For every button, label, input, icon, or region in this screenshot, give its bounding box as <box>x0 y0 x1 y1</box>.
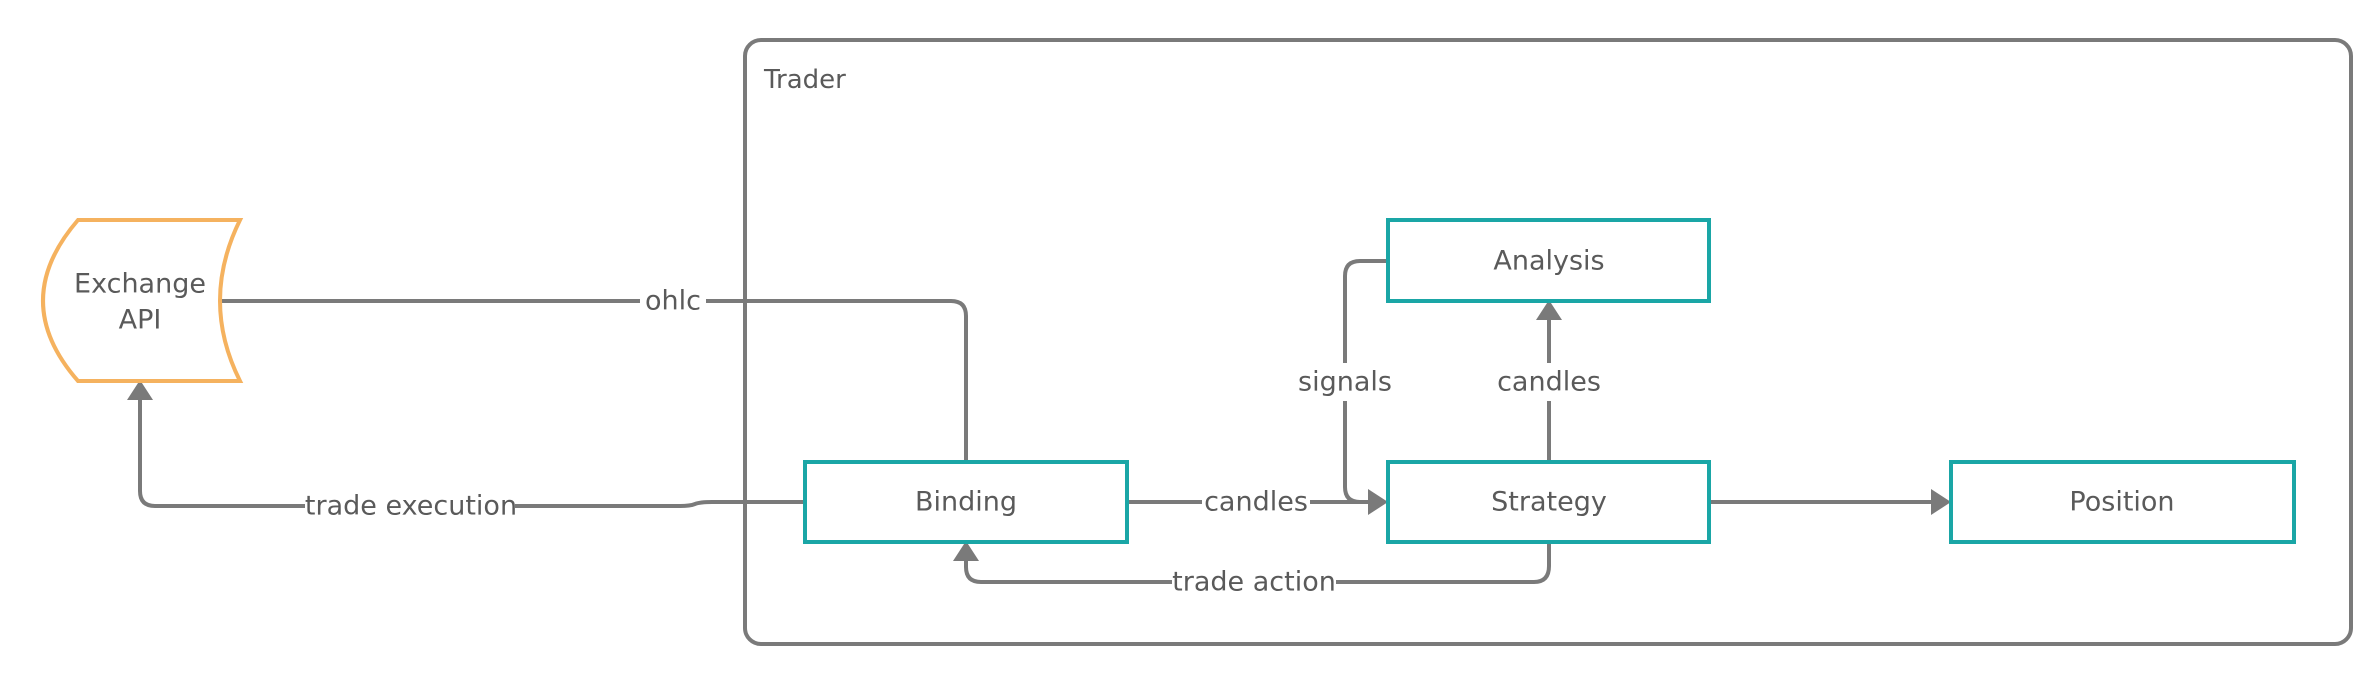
edge-label-signals: signals <box>1298 367 1392 398</box>
position-label: Position <box>2069 487 2174 518</box>
edge-label-ohlc: ohlc <box>645 286 701 317</box>
node-binding[interactable]: Binding <box>803 460 1129 544</box>
node-exchange-api[interactable]: Exchange API <box>41 218 244 383</box>
node-strategy[interactable]: Strategy <box>1386 460 1711 544</box>
edge-label-trade-action-bg <box>1172 563 1336 601</box>
strategy-box <box>1386 460 1711 544</box>
analysis-box <box>1386 218 1711 303</box>
edge-label-binding-to-strategy-bg <box>1202 483 1310 521</box>
arrowhead-to-strategy <box>1368 489 1388 515</box>
edge-labels: ohlc trade execution candles candles sig… <box>305 282 1604 601</box>
trader-container-title: Trader <box>763 65 846 95</box>
exchange-api-label-line1: Exchange <box>74 269 206 300</box>
edge-label-signals-bg <box>1294 363 1396 401</box>
binding-label: Binding <box>915 487 1017 518</box>
edge-label-trade-action: trade action <box>1172 567 1336 598</box>
arrowhead-to-exchange-api <box>127 380 153 400</box>
edge-label-trade-execution: trade execution <box>305 491 517 522</box>
edge-label-binding-to-strategy: candles <box>1204 487 1308 518</box>
edge-label-strategy-to-analysis-bg <box>1494 363 1604 401</box>
exchange-api-label-line2: API <box>119 305 162 336</box>
edge-ohlc <box>220 299 968 461</box>
edge-label-trade-execution-bg <box>305 486 515 526</box>
node-analysis[interactable]: Analysis <box>1386 218 1711 303</box>
strategy-label: Strategy <box>1491 487 1607 518</box>
edge-label-ohlc-bg <box>640 282 706 320</box>
binding-box <box>803 460 1129 544</box>
analysis-label: Analysis <box>1493 246 1604 277</box>
exchange-api-shape <box>41 218 244 383</box>
arrowhead-to-binding <box>953 541 979 561</box>
arrowhead-to-analysis <box>1536 300 1562 320</box>
node-position[interactable]: Position <box>1949 460 2296 544</box>
edge-trade-execution <box>138 398 805 508</box>
arrowhead-to-position <box>1931 489 1951 515</box>
position-box <box>1949 460 2296 544</box>
nodes: Exchange API Binding Analysis Strategy P… <box>41 218 2296 544</box>
edge-label-strategy-to-analysis: candles <box>1497 367 1601 398</box>
